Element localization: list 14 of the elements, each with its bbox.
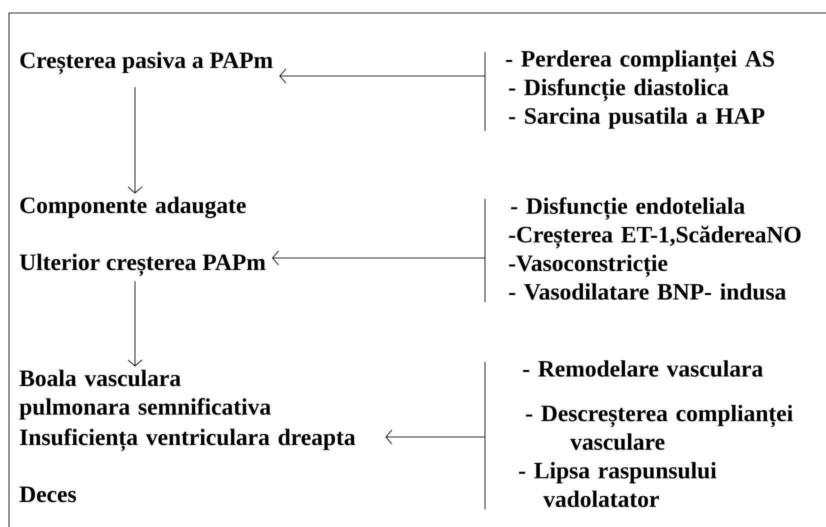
arrow <box>128 86 142 194</box>
bracketed-list: - Disfuncție endoteliala -Creșterea ET-1,ScădereaNO -Vasoconstricție - Vasodilatare BNP- indusa <box>484 197 801 302</box>
flow-step: Componente adaugate <box>20 196 246 218</box>
flow-step: Deces <box>20 486 76 502</box>
arrow <box>279 68 486 84</box>
bracketed-list: - Remodelare vasculara - Descreșterea complianței vasculare - Lipsa raspunsului vadolatator <box>484 360 793 510</box>
bracketed-list: - Perderea complianței AS - Disfuncție diastolica - Sarcina pusatila a HAP <box>484 50 774 132</box>
flow-step: Boala vasculara pulmonara semnificativa <box>20 370 271 420</box>
flow-step: Creșterea pasiva a PAPm <box>20 52 273 74</box>
arrow <box>385 430 486 444</box>
flow-step: Ulterior creșterea PAPm <box>20 254 266 276</box>
arrow <box>272 250 486 266</box>
flow-step: Insuficiența ventriculara dreapta <box>20 428 356 451</box>
arrow <box>128 280 142 366</box>
